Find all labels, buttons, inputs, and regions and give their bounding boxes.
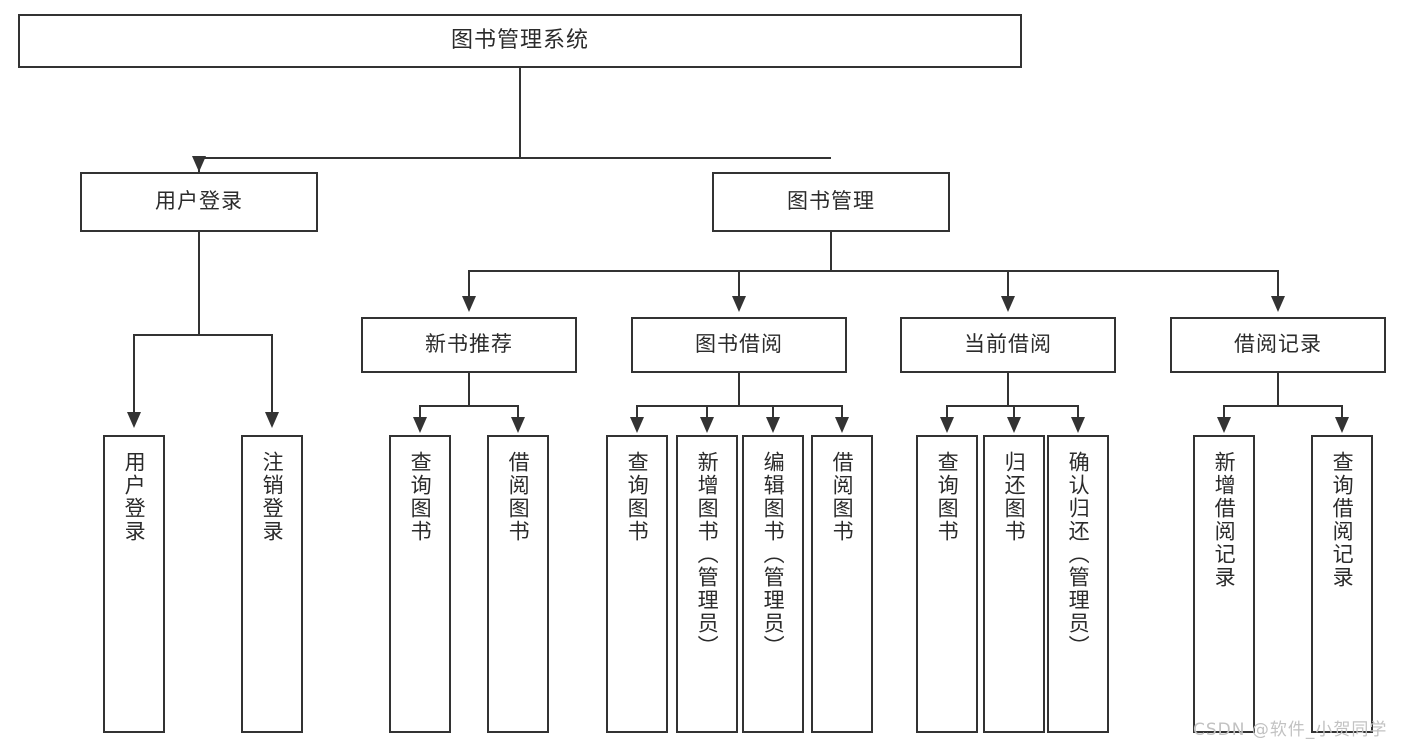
leaf-user-login-2[interactable]: 注销登录 [241,435,303,733]
arrow-book-borrow-leaf-1 [630,417,644,433]
edge-current-borrow-branch-2 [1013,405,1015,419]
node-label: 编辑图书（管理员） [761,451,786,658]
leaf-current-borrow-2[interactable]: 归还图书 [983,435,1045,733]
leaf-new-book-recommend-2[interactable]: 借阅图书 [487,435,549,733]
node-label: 借阅图书 [830,451,855,543]
edge-user-login-stem [198,232,200,335]
node-label: 借阅记录 [1234,332,1322,357]
arrow-new-book-recommend-leaf-2 [511,417,525,433]
leaf-current-borrow-1[interactable]: 查询图书 [916,435,978,733]
node-label: 查询图书 [935,451,960,543]
edge-new-book-recommend-branch-1 [419,405,421,419]
leaf-borrow-record-2[interactable]: 查询借阅记录 [1311,435,1373,733]
edge-new-book-recommend-branch-2 [517,405,519,419]
arrow-borrow-record-leaf-2 [1335,417,1349,433]
edge-root-stem [519,68,521,158]
arrow-book-borrow-leaf-3 [766,417,780,433]
edge-book-borrow-branch-4 [841,405,843,419]
arrow-root-to-user-login [192,156,206,172]
edge-book-borrow-split-bar [636,405,842,407]
arrow-user-login-leaf-1 [127,412,141,428]
edge-book-management-branch-2 [738,270,740,298]
node-label: 图书借阅 [695,332,783,357]
node-user-login[interactable]: 用户登录 [80,172,318,232]
node-label: 查询借阅记录 [1330,451,1355,589]
node-root-book-management-system[interactable]: 图书管理系统 [18,14,1022,68]
edge-book-borrow-stem [738,373,740,406]
arrow-new-book-recommend-leaf-1 [413,417,427,433]
arrow-to-borrow-record [1271,296,1285,312]
node-label: 注销登录 [260,451,285,543]
edge-book-borrow-branch-2 [706,405,708,419]
edge-user-login-split-bar [133,334,272,336]
edge-book-management-stem [830,232,832,271]
arrow-user-login-leaf-2 [265,412,279,428]
node-label: 新书推荐 [425,332,513,357]
node-label: 查询图书 [408,451,433,543]
node-current-borrow[interactable]: 当前借阅 [900,317,1116,373]
leaf-book-borrow-2[interactable]: 新增图书（管理员） [676,435,738,733]
arrow-to-current-borrow [1001,296,1015,312]
node-label: 图书管理 [787,189,875,214]
edge-root-split-bar [198,157,831,159]
edge-borrow-record-branch-1 [1223,405,1225,419]
leaf-book-borrow-3[interactable]: 编辑图书（管理员） [742,435,804,733]
node-book-management[interactable]: 图书管理 [712,172,950,232]
node-label: 新增借阅记录 [1212,451,1237,589]
node-label: 归还图书 [1002,451,1027,543]
edge-user-login-branch-2 [271,334,273,414]
edge-current-borrow-split-bar [946,405,1077,407]
node-new-book-recommend[interactable]: 新书推荐 [361,317,577,373]
edge-borrow-record-split-bar [1223,405,1342,407]
arrow-to-book-borrow [732,296,746,312]
edge-book-borrow-branch-1 [636,405,638,419]
edge-borrow-record-branch-2 [1341,405,1343,419]
arrow-book-borrow-leaf-2 [700,417,714,433]
edge-book-management-branch-4 [1277,270,1279,298]
node-label: 图书管理系统 [450,27,589,53]
edge-new-book-recommend-split-bar [419,405,518,407]
node-label: 用户登录 [122,451,147,543]
edge-user-login-branch-1 [133,334,135,414]
edge-book-management-branch-1 [468,270,470,298]
edge-book-borrow-branch-3 [772,405,774,419]
leaf-current-borrow-3[interactable]: 确认归还（管理员） [1047,435,1109,733]
edge-book-management-split-bar [468,270,1279,272]
node-label: 确认归还（管理员） [1066,451,1091,658]
edge-current-borrow-branch-3 [1077,405,1079,419]
edge-book-management-branch-3 [1007,270,1009,298]
leaf-book-borrow-1[interactable]: 查询图书 [606,435,668,733]
leaf-new-book-recommend-1[interactable]: 查询图书 [389,435,451,733]
edge-current-borrow-branch-1 [946,405,948,419]
arrow-borrow-record-leaf-1 [1217,417,1231,433]
arrow-current-borrow-leaf-3 [1071,417,1085,433]
leaf-borrow-record-1[interactable]: 新增借阅记录 [1193,435,1255,733]
edge-current-borrow-stem [1007,373,1009,406]
node-label: 新增图书（管理员） [695,451,720,658]
arrow-current-borrow-leaf-1 [940,417,954,433]
node-label: 查询图书 [625,451,650,543]
edge-new-book-recommend-stem [468,373,470,406]
csdn-watermark: CSDN @软件_小贺同学 [1193,720,1388,740]
arrow-current-borrow-leaf-2 [1007,417,1021,433]
arrow-to-new-book-recommend [462,296,476,312]
node-book-borrow[interactable]: 图书借阅 [631,317,847,373]
node-label: 用户登录 [155,189,243,214]
node-label: 当前借阅 [964,332,1052,357]
edge-borrow-record-stem [1277,373,1279,406]
leaf-user-login-1[interactable]: 用户登录 [103,435,165,733]
leaf-book-borrow-4[interactable]: 借阅图书 [811,435,873,733]
arrow-book-borrow-leaf-4 [835,417,849,433]
node-borrow-record[interactable]: 借阅记录 [1170,317,1386,373]
node-label: 借阅图书 [506,451,531,543]
